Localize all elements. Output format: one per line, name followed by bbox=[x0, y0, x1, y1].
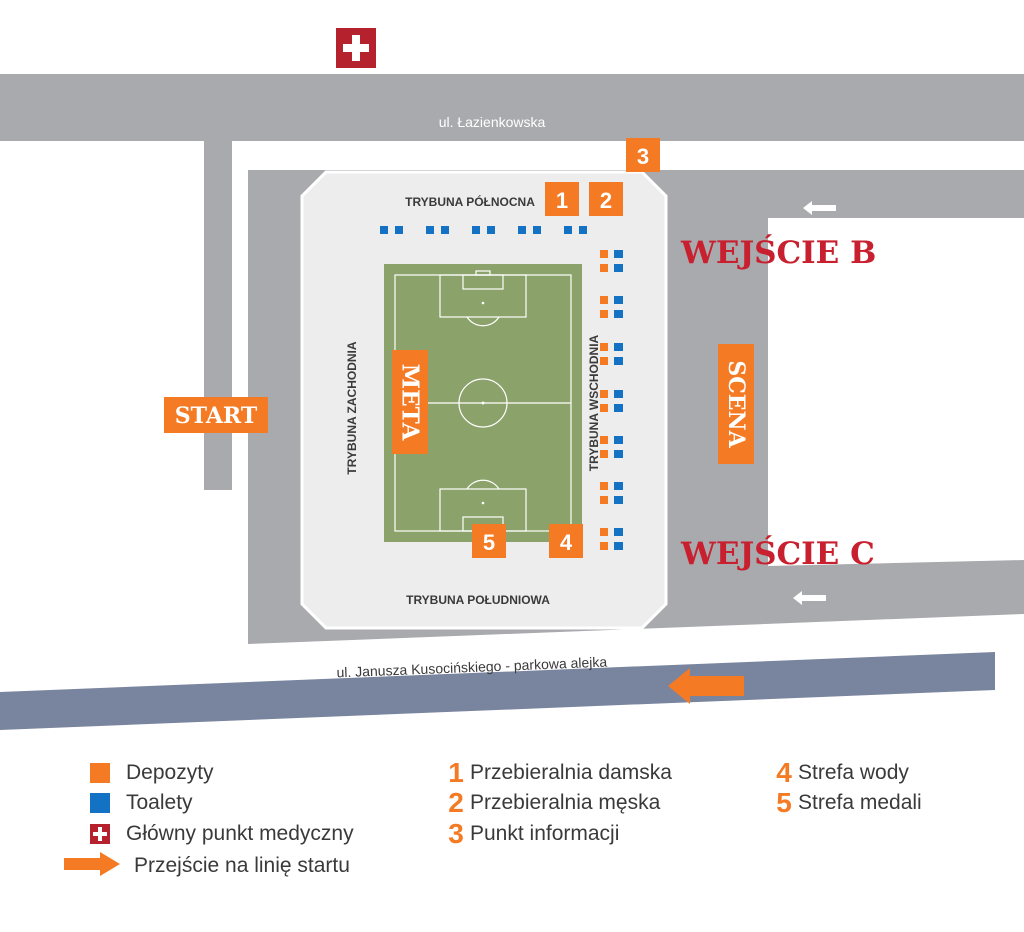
medical-cross-icon bbox=[90, 824, 110, 844]
toilet bbox=[426, 226, 434, 234]
toilet bbox=[395, 226, 403, 234]
legend-deposits: Depozyty bbox=[90, 758, 214, 788]
toilet bbox=[533, 226, 541, 234]
legend-medical-label: Główny punkt medyczny bbox=[126, 822, 354, 845]
toilet bbox=[564, 226, 572, 234]
finish-label: META bbox=[392, 350, 428, 454]
road-kusocinskiego bbox=[0, 652, 995, 730]
legend-toilets-label: Toalety bbox=[126, 791, 193, 814]
legend-toilets: Toalety bbox=[90, 788, 193, 818]
road-west-connector bbox=[204, 134, 232, 490]
arrow-left-icon bbox=[803, 201, 836, 215]
marker-4: 4 bbox=[549, 524, 583, 558]
marker-4-number: 4 bbox=[560, 530, 573, 555]
facility-pair bbox=[600, 343, 623, 365]
legend-number-1: 1 bbox=[448, 757, 464, 788]
legend-item-5: 5 Strefa medali bbox=[772, 787, 922, 818]
entrance-c-label: WEJŚCIE C bbox=[680, 534, 875, 572]
facility-pair bbox=[600, 482, 623, 504]
medical-cross-icon bbox=[336, 28, 376, 68]
marker-1-number: 1 bbox=[556, 188, 568, 213]
toilet-swatch-icon bbox=[90, 793, 110, 813]
deposit-swatch-icon bbox=[90, 763, 110, 783]
facility-pair bbox=[600, 250, 623, 272]
facility-pair bbox=[600, 436, 623, 458]
facility-pair bbox=[600, 390, 623, 412]
toilet bbox=[579, 226, 587, 234]
legend-item-2: 2 Przebieralnia męska bbox=[444, 787, 661, 818]
legend-number-5: 5 bbox=[776, 787, 792, 818]
legend-item-1: 1 Przebieralnia damska bbox=[444, 757, 672, 788]
legend-number-3: 3 bbox=[448, 818, 464, 849]
stand-east-label: TRYBUNA WSCHODNIA bbox=[587, 334, 601, 471]
arrow-left-icon bbox=[793, 591, 826, 605]
legend-item-2-label: Przebieralnia męska bbox=[470, 791, 661, 814]
toilets-north-row bbox=[380, 226, 587, 234]
marker-2: 2 bbox=[589, 182, 623, 216]
legend-deposits-label: Depozyty bbox=[126, 761, 214, 784]
road-lazienkowska bbox=[0, 74, 1024, 141]
marker-1: 1 bbox=[545, 182, 579, 216]
legend-item-3-label: Punkt informacji bbox=[470, 822, 620, 845]
entrance-b-label: WEJŚCIE B bbox=[680, 233, 876, 271]
stage-label: SCENA bbox=[718, 344, 754, 464]
marker-3: 3 bbox=[626, 138, 660, 172]
legend-medical: Główny punkt medyczny bbox=[90, 819, 354, 849]
legend-item-5-label: Strefa medali bbox=[798, 791, 922, 814]
finish-label-text: META bbox=[397, 364, 424, 442]
toilet bbox=[472, 226, 480, 234]
stand-north-label: TRYBUNA PÓŁNOCNA bbox=[405, 194, 535, 209]
toilet bbox=[487, 226, 495, 234]
legend-number-2: 2 bbox=[448, 787, 464, 818]
toilet bbox=[441, 226, 449, 234]
football-pitch bbox=[384, 264, 582, 542]
marker-2-number: 2 bbox=[600, 188, 612, 213]
facility-pair bbox=[600, 528, 623, 550]
marker-3-number: 3 bbox=[637, 144, 649, 169]
marker-5: 5 bbox=[472, 524, 506, 558]
marker-5-number: 5 bbox=[483, 530, 495, 555]
toilet bbox=[518, 226, 526, 234]
start-label: START bbox=[164, 397, 268, 433]
legend-start-path-label: Przejście na linię startu bbox=[134, 854, 350, 877]
legend-number-4: 4 bbox=[776, 757, 792, 788]
arrow-left-orange-icon bbox=[668, 668, 744, 704]
stand-west-label: TRYBUNA ZACHODNIA bbox=[345, 341, 359, 474]
stand-south-label: TRYBUNA POŁUDNIOWA bbox=[406, 593, 550, 607]
venue-map: ul. Łazienkowska ul. Janusza Kusocińskie… bbox=[0, 28, 1024, 730]
toilet bbox=[380, 226, 388, 234]
legend-item-4-label: Strefa wody bbox=[798, 761, 909, 784]
stage-label-text: SCENA bbox=[723, 360, 749, 448]
legend-start-path: Przejście na linię startu bbox=[64, 851, 350, 881]
legend-item-4: 4 Strefa wody bbox=[772, 757, 909, 788]
street-name-lazienkowska: ul. Łazienkowska bbox=[439, 114, 546, 130]
legend-item-3: 3 Punkt informacji bbox=[444, 818, 620, 849]
facilities-east-column bbox=[600, 250, 623, 550]
facility-pair bbox=[600, 296, 623, 318]
start-label-text: START bbox=[175, 403, 258, 429]
arrow-right-orange-icon bbox=[64, 851, 120, 881]
legend-item-1-label: Przebieralnia damska bbox=[470, 761, 672, 784]
